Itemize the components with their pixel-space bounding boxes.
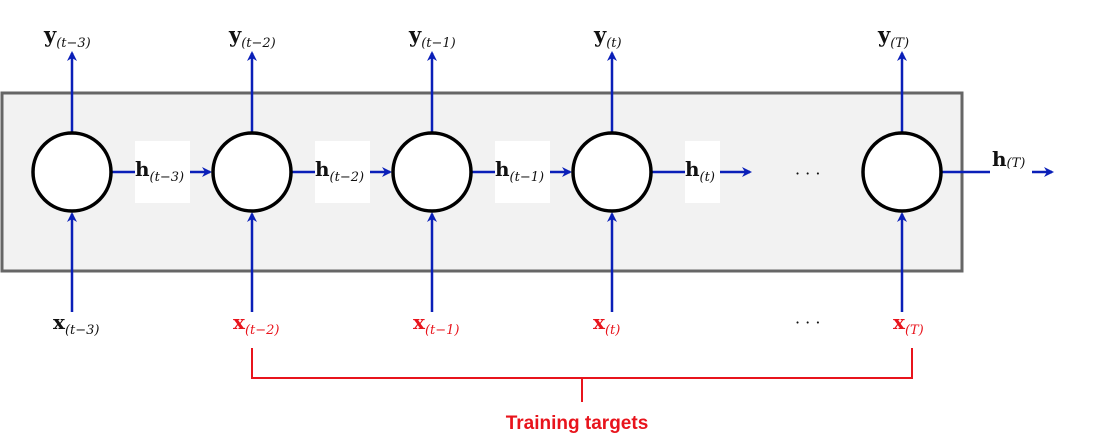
training-targets-bracket xyxy=(251,348,913,402)
hidden-label: h(t) xyxy=(685,157,715,185)
output-labels: y(t−3) y(t−2) y(t−1) y(t) y(T) xyxy=(43,22,909,51)
training-targets-caption: Training targets xyxy=(506,413,649,434)
hidden-labels: h(t−3) h(t−2) h(t−1) h(t) h(T) xyxy=(135,147,1025,185)
output-label: y(t−1) xyxy=(408,22,456,51)
input-label-target: x(T) xyxy=(893,310,924,338)
output-label: y(t) xyxy=(593,22,622,51)
input-arrows xyxy=(67,212,907,312)
input-ellipsis: · · · xyxy=(795,313,820,332)
output-label: y(t−2) xyxy=(228,22,276,51)
hidden-label: h(t−1) xyxy=(495,157,544,185)
output-label: y(T) xyxy=(877,22,909,51)
rnn-cell-node xyxy=(861,131,943,213)
rnn-cell-node xyxy=(571,131,653,213)
rnn-cells xyxy=(31,131,943,213)
input-labels: x(t−3) x(t−2) x(t−1) x(t) x(T) xyxy=(53,310,924,338)
hidden-label: h(T) xyxy=(992,147,1025,171)
input-label: x(t−3) xyxy=(53,310,99,338)
hidden-label: h(t−2) xyxy=(315,157,364,185)
rnn-cell-node xyxy=(211,131,293,213)
rnn-cell-node xyxy=(391,131,473,213)
hidden-label: h(t−3) xyxy=(135,157,184,185)
output-arrows xyxy=(67,51,907,132)
input-label-target: x(t−1) xyxy=(413,310,459,338)
output-label: y(t−3) xyxy=(43,22,91,51)
input-label-target: x(t) xyxy=(593,310,620,338)
input-label-target: x(t−2) xyxy=(233,310,279,338)
sequence-ellipsis: · · · xyxy=(795,164,820,183)
hidden-label-backgrounds xyxy=(135,141,1032,203)
rnn-cell-node xyxy=(31,131,113,213)
